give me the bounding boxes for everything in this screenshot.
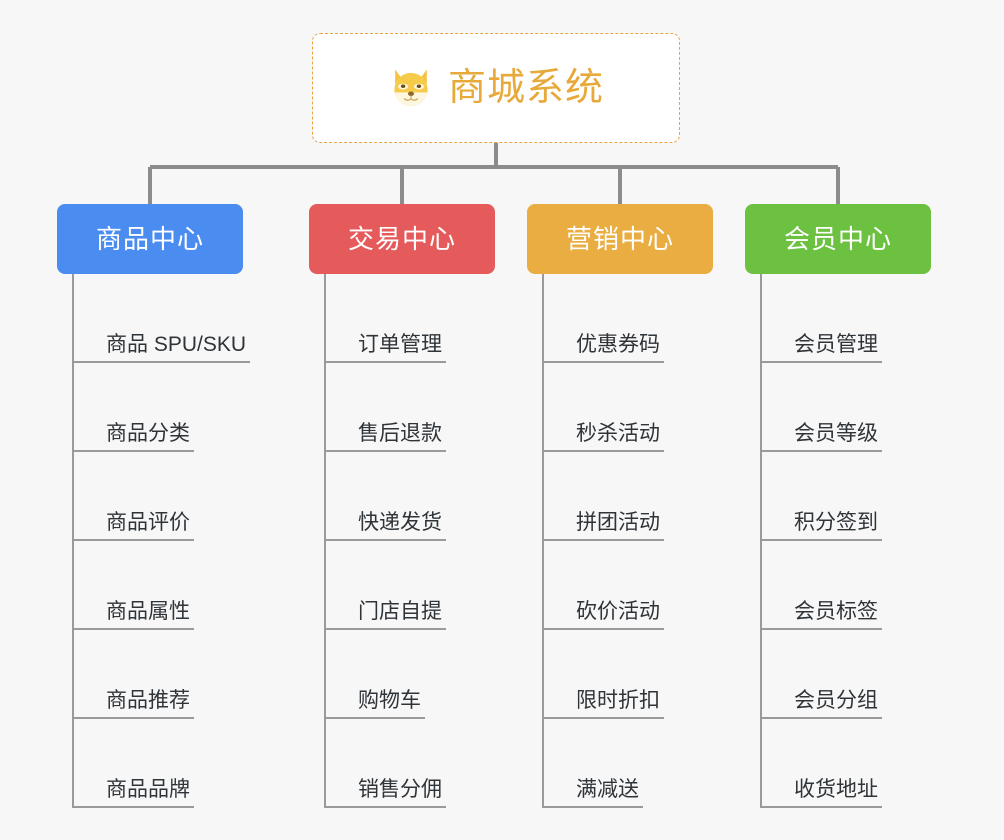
leaf-item-label: 拼团活动 — [542, 511, 664, 541]
category-label: 交易中心 — [347, 224, 456, 254]
leaf-item[interactable]: 会员等级 — [760, 363, 882, 452]
root-title: 商城系统 — [447, 67, 604, 109]
leaf-item-label: 商品品牌 — [72, 778, 194, 808]
leaf-item-label: 门店自提 — [324, 600, 446, 630]
category-box-1[interactable]: 商品中心 — [57, 204, 243, 274]
leaf-item-label: 商品 SPU/SKU — [72, 333, 251, 363]
leaf-item[interactable]: 门店自提 — [324, 541, 446, 630]
leaf-item[interactable]: 商品 SPU/SKU — [72, 274, 251, 363]
leaf-item-label: 订单管理 — [324, 333, 446, 363]
leaf-item-label: 购物车 — [324, 689, 425, 719]
root-node[interactable]: 商城系统 — [312, 33, 680, 143]
leaf-item-label: 秒杀活动 — [542, 422, 664, 452]
leaf-item-label: 会员分组 — [760, 689, 882, 719]
leaf-item[interactable]: 商品推荐 — [72, 630, 194, 719]
leaf-item[interactable]: 积分签到 — [760, 452, 882, 541]
leaf-item-label: 商品推荐 — [72, 689, 194, 719]
leaf-item[interactable]: 收货地址 — [760, 719, 882, 808]
leaf-item-label: 会员管理 — [760, 333, 882, 363]
leaf-item-label: 限时折扣 — [542, 689, 664, 719]
leaf-item-label: 会员等级 — [760, 422, 882, 452]
category-label: 会员中心 — [783, 224, 892, 254]
leaf-item-label: 砍价活动 — [542, 600, 664, 630]
leaf-item[interactable]: 优惠券码 — [542, 274, 664, 363]
leaf-column-3: 优惠券码秒杀活动拼团活动砍价活动限时折扣满减送 — [542, 274, 772, 808]
leaf-item-label: 售后退款 — [324, 422, 446, 452]
leaf-item-label: 收货地址 — [760, 778, 882, 808]
leaf-item[interactable]: 商品评价 — [72, 452, 194, 541]
leaf-item[interactable]: 订单管理 — [324, 274, 446, 363]
category-box-3[interactable]: 营销中心 — [527, 204, 713, 274]
leaf-item[interactable]: 快递发货 — [324, 452, 446, 541]
leaf-spine — [542, 274, 544, 808]
leaf-item[interactable]: 购物车 — [324, 630, 425, 719]
leaf-spine — [324, 274, 326, 808]
leaf-item-label: 会员标签 — [760, 600, 882, 630]
leaf-item[interactable]: 拼团活动 — [542, 452, 664, 541]
leaf-item[interactable]: 满减送 — [542, 719, 643, 808]
leaf-item-label: 销售分佣 — [324, 778, 446, 808]
dog-face-icon — [394, 69, 428, 106]
category-box-4[interactable]: 会员中心 — [745, 204, 931, 274]
leaf-column-4: 会员管理会员等级积分签到会员标签会员分组收货地址 — [760, 274, 990, 808]
leaf-item[interactable]: 砍价活动 — [542, 541, 664, 630]
leaf-item[interactable]: 会员标签 — [760, 541, 882, 630]
leaf-item[interactable]: 商品属性 — [72, 541, 194, 630]
leaf-item-label: 快递发货 — [324, 511, 446, 541]
category-label: 营销中心 — [565, 224, 674, 254]
leaf-item-label: 优惠券码 — [542, 333, 664, 363]
leaf-item[interactable]: 商品分类 — [72, 363, 194, 452]
leaf-item-label: 商品分类 — [72, 422, 194, 452]
root-node-content: 商城系统 — [388, 65, 604, 111]
leaf-column-1: 商品 SPU/SKU 商品分类商品评价商品属性商品推荐商品品牌 — [72, 274, 302, 808]
leaf-item[interactable]: 销售分佣 — [324, 719, 446, 808]
leaf-item-label: 积分签到 — [760, 511, 882, 541]
leaf-item[interactable]: 商品品牌 — [72, 719, 194, 808]
leaf-item-label: 商品属性 — [72, 600, 194, 630]
category-box-2[interactable]: 交易中心 — [309, 204, 495, 274]
leaf-item-label: 满减送 — [542, 778, 643, 808]
category-label: 商品中心 — [95, 224, 204, 254]
leaf-spine — [760, 274, 762, 808]
leaf-item-label: 商品评价 — [72, 511, 194, 541]
leaf-column-2: 订单管理售后退款快递发货门店自提购物车销售分佣 — [324, 274, 554, 808]
leaf-item[interactable]: 会员管理 — [760, 274, 882, 363]
leaf-item[interactable]: 秒杀活动 — [542, 363, 664, 452]
leaf-spine — [72, 274, 74, 808]
leaf-item[interactable]: 会员分组 — [760, 630, 882, 719]
leaf-item[interactable]: 限时折扣 — [542, 630, 664, 719]
leaf-item[interactable]: 售后退款 — [324, 363, 446, 452]
